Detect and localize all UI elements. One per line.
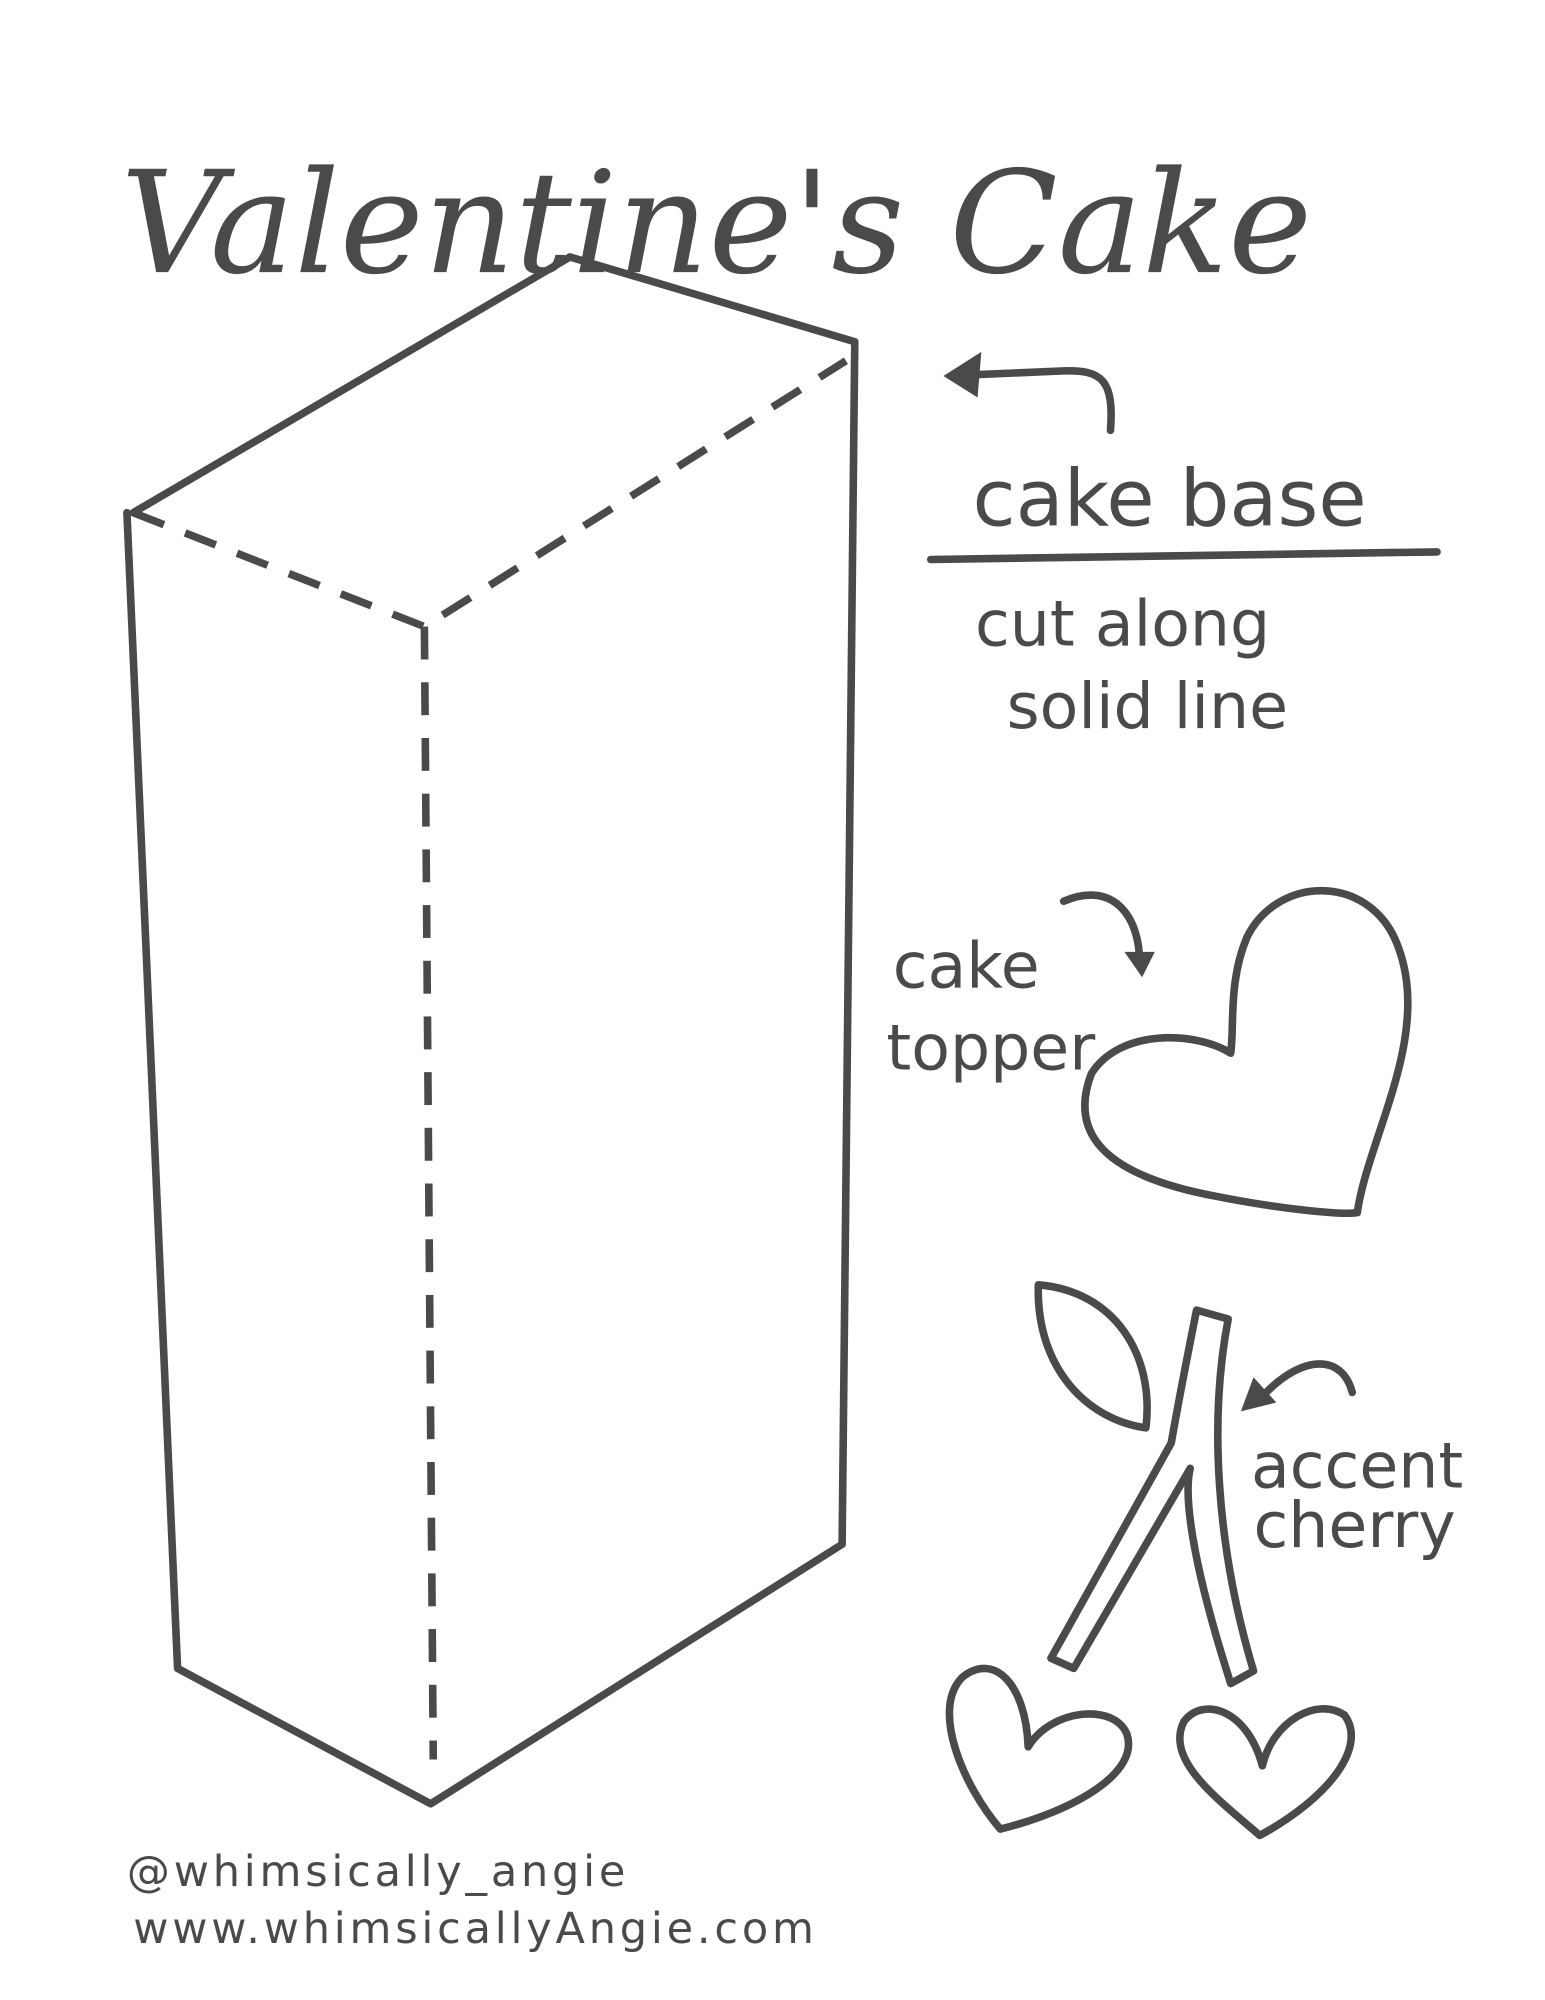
heart-topper-template xyxy=(1081,887,1412,1217)
arrow-to-cherry xyxy=(1262,1360,1357,1397)
cherry-template xyxy=(945,1281,1356,1840)
page-title: Valentine's Cake xyxy=(121,141,1313,306)
cut-instruction-line1: cut along xyxy=(975,587,1270,661)
topper-label-line2: topper xyxy=(886,1011,1096,1085)
cake-base-template xyxy=(123,253,859,1808)
cherry-stem xyxy=(1047,1306,1258,1688)
cherry-leaf xyxy=(1034,1281,1151,1432)
cherry-label-line2: cherry xyxy=(1254,1488,1456,1562)
cake-base-fold-lines xyxy=(131,357,848,1760)
arrow-to-cake-base xyxy=(971,367,1115,435)
arrowhead-icon xyxy=(1124,951,1155,978)
footer-handle: @whimsically_angie xyxy=(127,1847,629,1897)
arrow-to-topper xyxy=(1059,891,1144,966)
cherry-left xyxy=(945,1664,1133,1833)
cherry-label-line1: accent xyxy=(1251,1428,1463,1502)
cake-base-label: cake base xyxy=(973,452,1367,544)
footer-website: www.whimsicallyAngie.com xyxy=(133,1904,817,1954)
topper-label-line1: cake xyxy=(893,928,1040,1002)
arrowhead-icon xyxy=(943,351,982,398)
arrowhead-icon xyxy=(1240,1377,1277,1412)
cherry-right xyxy=(1176,1705,1356,1840)
label-divider xyxy=(926,548,1441,564)
cut-instruction-line2: solid line xyxy=(1007,669,1288,743)
cake-base-outline xyxy=(123,253,859,1808)
